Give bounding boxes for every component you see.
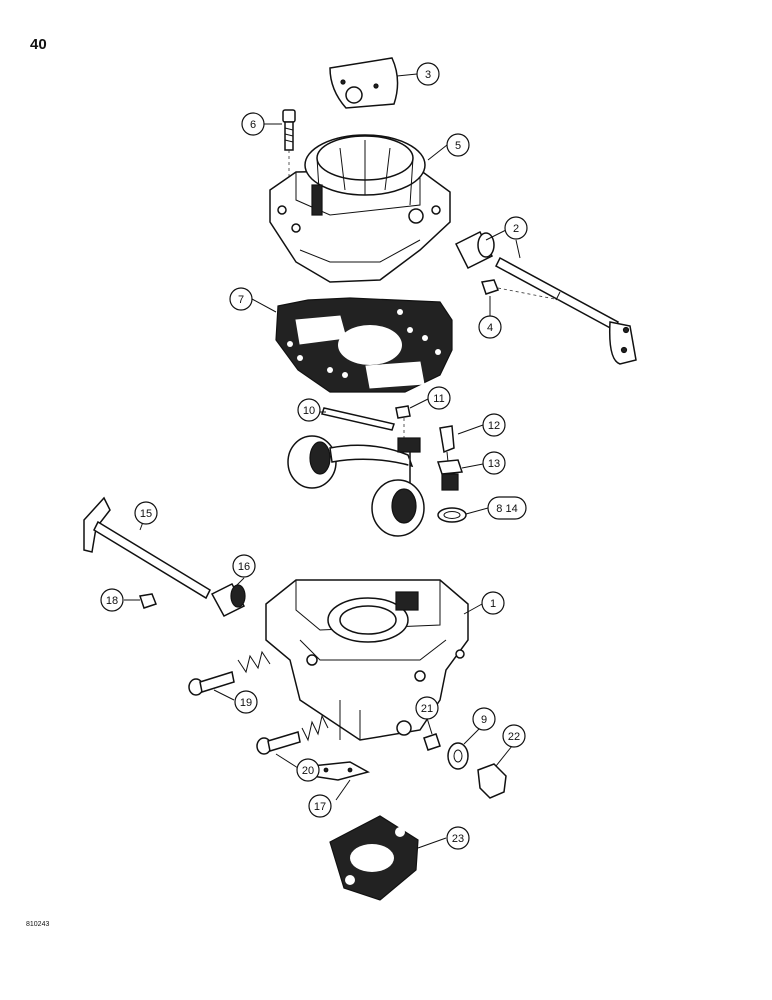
callout-9: 9 xyxy=(472,707,496,731)
callout-21-label: 21 xyxy=(421,703,433,715)
callout-6-label: 6 xyxy=(250,119,256,131)
callout-5: 5 xyxy=(446,133,470,157)
callout-2-label: 2 xyxy=(513,223,519,235)
callout-19-label: 19 xyxy=(240,697,252,709)
callout-5-label: 5 xyxy=(455,140,461,152)
callout-23: 23 xyxy=(446,826,470,850)
callout-20-label: 20 xyxy=(302,765,314,777)
callout-4-label: 4 xyxy=(487,322,493,334)
callout-8-14-label: 8 14 xyxy=(496,503,517,515)
part-8-14-washer xyxy=(437,507,467,523)
callout-11: 11 xyxy=(427,386,451,410)
callout-6: 6 xyxy=(241,112,265,136)
callout-8-14: 8 14 xyxy=(487,496,527,520)
part-22-plug xyxy=(477,763,507,799)
part-7-gasket xyxy=(275,297,453,393)
callout-16: 16 xyxy=(232,554,256,578)
part-12-needle xyxy=(439,425,455,463)
callout-12-label: 12 xyxy=(488,420,500,432)
part-21-screw xyxy=(423,733,441,751)
callout-15: 15 xyxy=(134,501,158,525)
part-19-idle-screw xyxy=(188,650,271,696)
figure-code: 810243 xyxy=(26,921,50,928)
callout-10-label: 10 xyxy=(303,405,315,417)
part-9-washer xyxy=(447,742,469,770)
part-10-float-pin xyxy=(321,407,395,431)
callout-18-label: 18 xyxy=(106,595,118,607)
part-16-spacer xyxy=(210,583,246,617)
callout-10: 10 xyxy=(297,398,321,422)
part-20-mixture-screw xyxy=(256,714,329,755)
part-2-throttle-shaft xyxy=(495,256,637,365)
callout-17: 17 xyxy=(308,794,332,818)
part-13-seat xyxy=(436,459,464,491)
part-11-screw xyxy=(395,405,411,440)
callout-21: 21 xyxy=(415,696,439,720)
callout-17-label: 17 xyxy=(314,801,326,813)
callout-23-label: 23 xyxy=(452,833,464,845)
part-6-screw xyxy=(282,109,296,190)
callout-4: 4 xyxy=(478,315,502,339)
float-assembly xyxy=(287,435,425,537)
leader-lines xyxy=(124,73,521,849)
part-23-base-gasket xyxy=(329,815,419,901)
callout-3: 3 xyxy=(416,62,440,86)
callout-1-label: 1 xyxy=(490,598,496,610)
callout-13-label: 13 xyxy=(488,458,500,470)
callout-7: 7 xyxy=(229,287,253,311)
part-17-plate xyxy=(311,761,370,781)
callout-2: 2 xyxy=(504,216,528,240)
callout-7-label: 7 xyxy=(238,294,244,306)
callout-15-label: 15 xyxy=(140,508,152,520)
callout-13: 13 xyxy=(482,451,506,475)
part-5-air-horn xyxy=(269,134,451,283)
part-15-choke-shaft xyxy=(83,496,211,600)
callout-3-label: 3 xyxy=(425,69,431,81)
part-1-carburetor-body xyxy=(265,579,469,741)
part-18-nut xyxy=(139,593,157,609)
part-spacer-upper xyxy=(454,230,495,270)
callout-1: 1 xyxy=(481,591,505,615)
callout-22: 22 xyxy=(502,724,526,748)
part-4-nut xyxy=(481,279,561,301)
callout-19: 19 xyxy=(234,690,258,714)
callout-22-label: 22 xyxy=(508,731,520,743)
callout-12: 12 xyxy=(482,413,506,437)
callout-16-label: 16 xyxy=(238,561,250,573)
part-3-throttle-plate xyxy=(329,57,399,109)
callout-18: 18 xyxy=(100,588,124,612)
callout-20: 20 xyxy=(296,758,320,782)
page-number: 40 xyxy=(30,36,47,53)
callout-9-label: 9 xyxy=(481,714,487,726)
callout-11-label: 11 xyxy=(433,393,444,405)
